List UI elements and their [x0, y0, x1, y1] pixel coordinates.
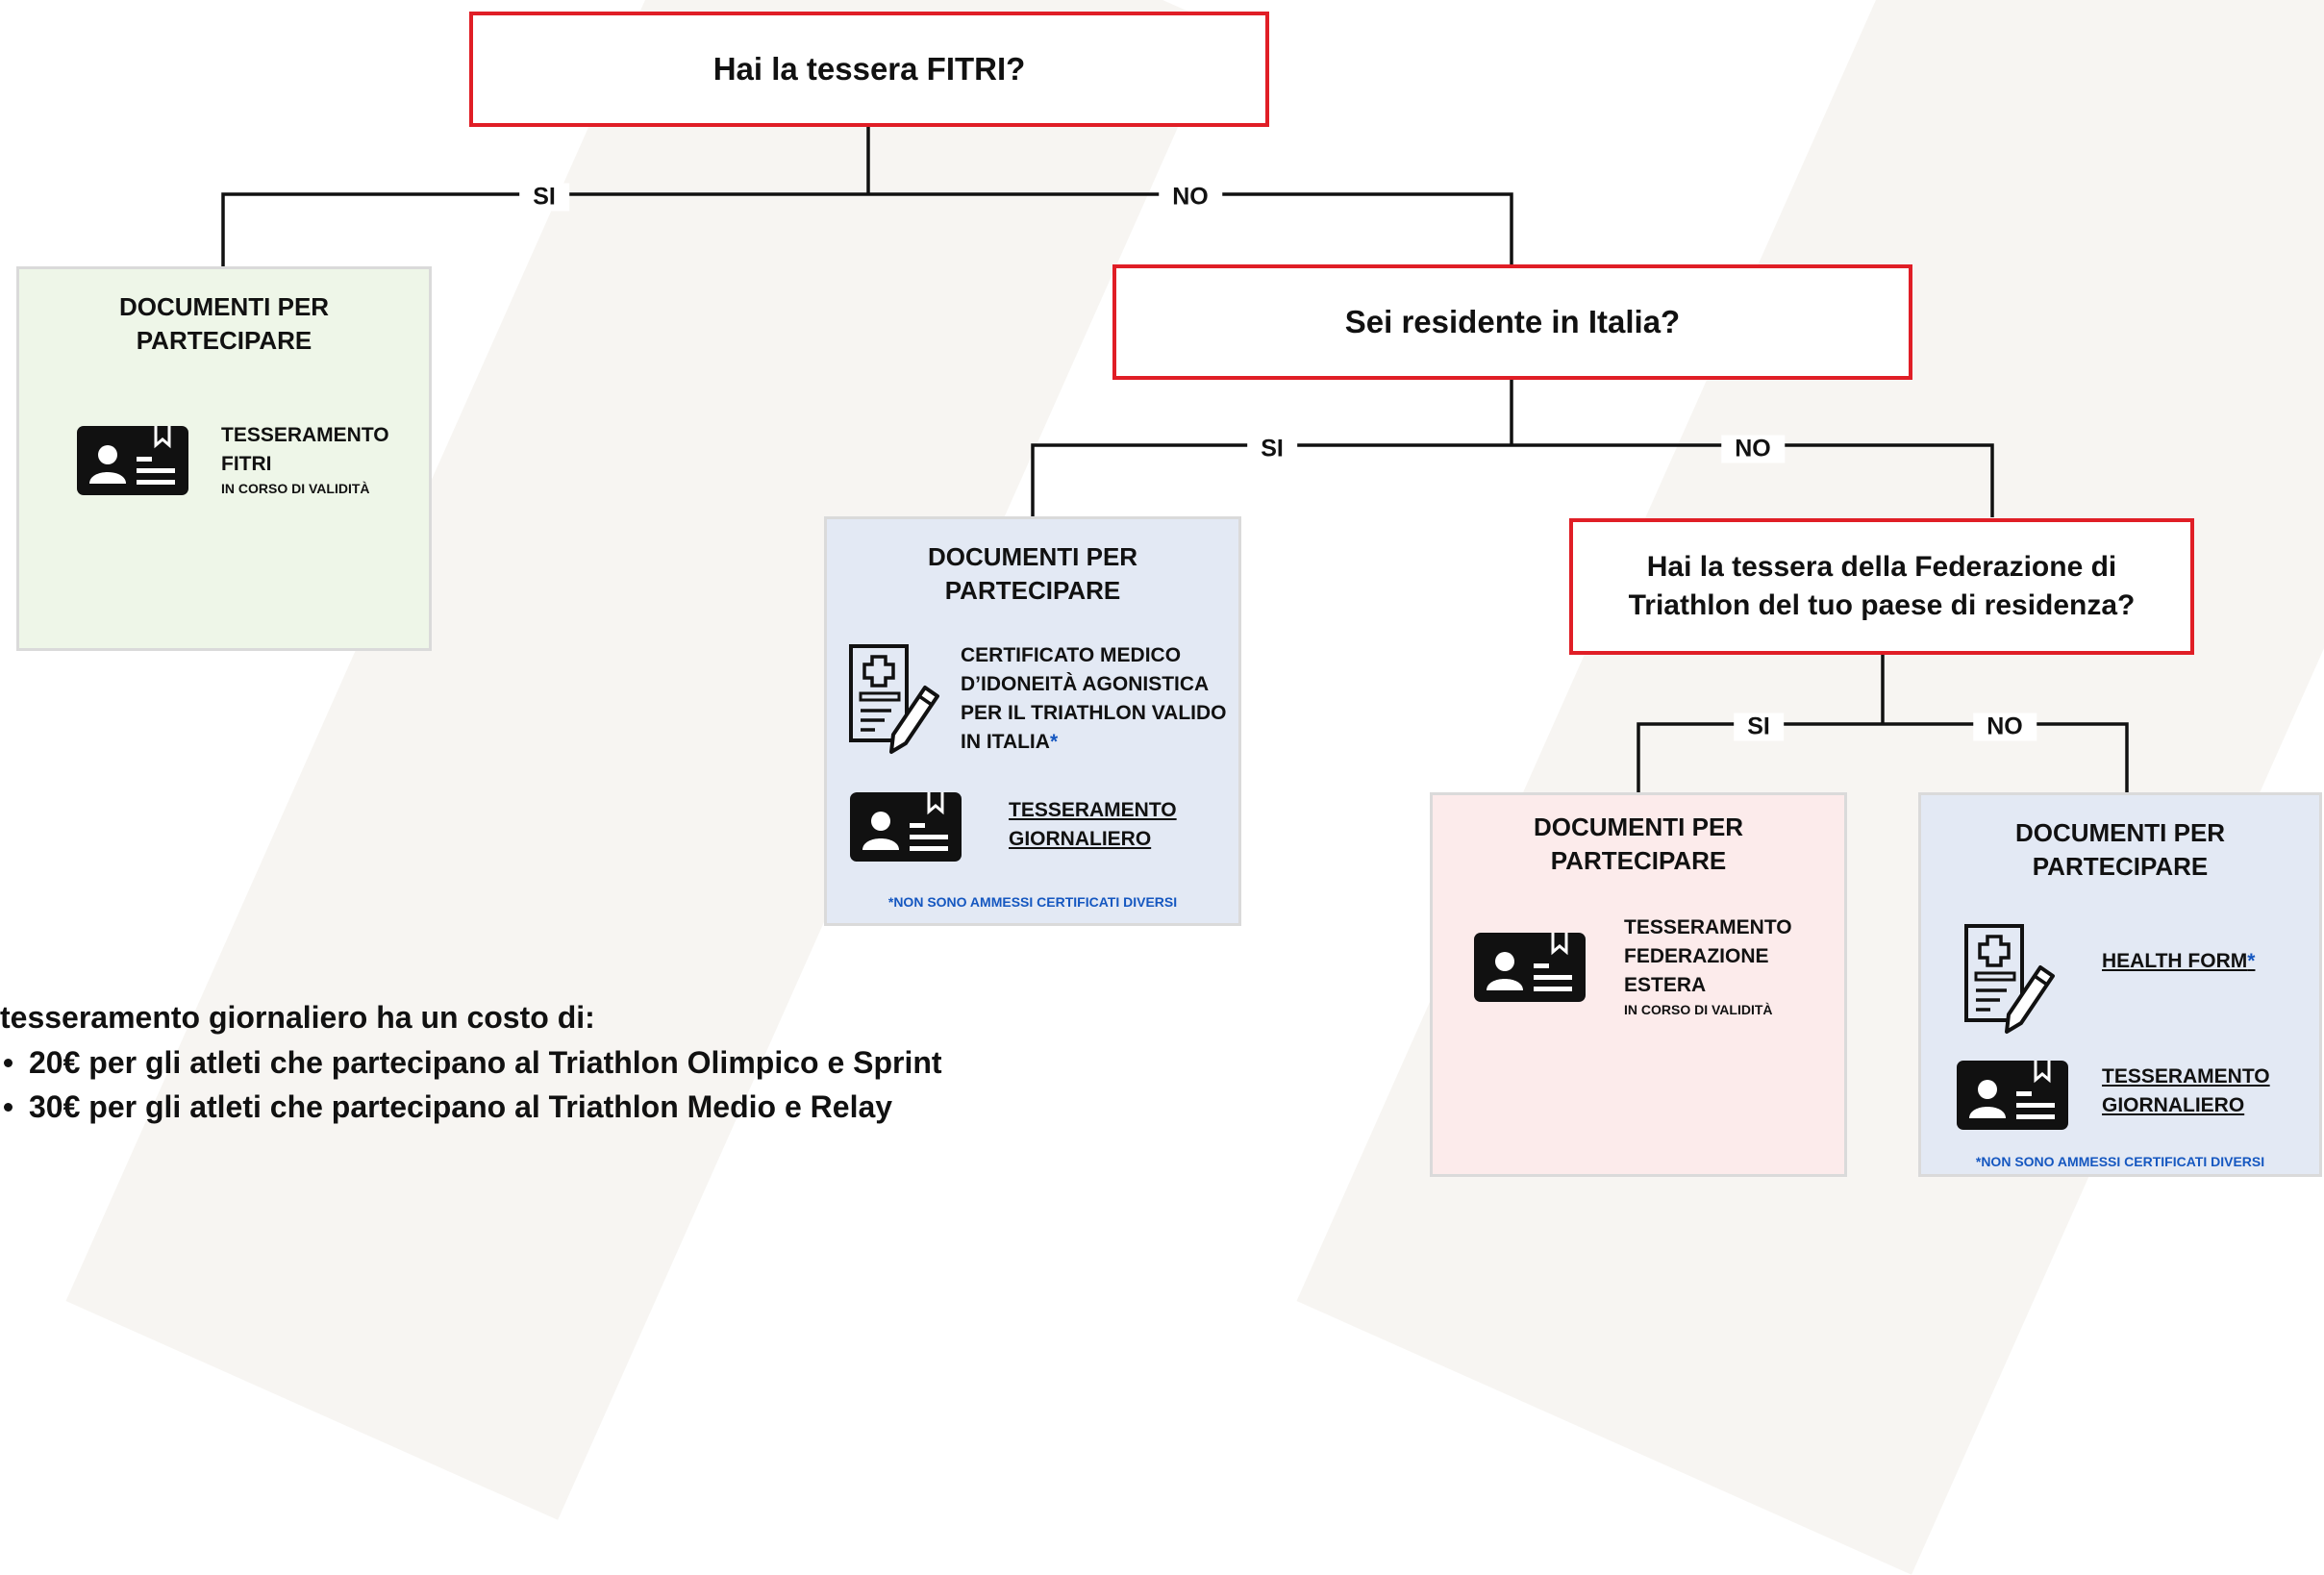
- documents-card-foreign: DOCUMENTI PER PARTECIPARE TESSERAMENTO F…: [1430, 792, 1847, 1177]
- medical-certificate-icon: [1964, 924, 2055, 1034]
- daily-membership-link[interactable]: TESSERAMENTO GIORNALIERO: [2102, 1065, 2270, 1116]
- list-item: 20€ per gli atleti che partecipano al Tr…: [0, 1040, 942, 1085]
- branch-label-yes: SI: [519, 183, 569, 212]
- asterisk: *: [2247, 950, 2256, 972]
- question-text: Sei residente in Italia?: [1344, 303, 1681, 339]
- question-text: Hai la tessera FITRI?: [712, 50, 1026, 87]
- branch-label-no: NO: [1973, 712, 2037, 741]
- card-title: DOCUMENTI PER PARTECIPARE: [118, 292, 330, 355]
- item-sublabel: IN CORSO DI VALIDITÀ: [1624, 1002, 1773, 1017]
- document-item-certificate: CERTIFICATO MEDICO D’IDONEITÀ AGONISTICA…: [961, 641, 1235, 757]
- connector-line: [1031, 443, 1994, 517]
- id-card-icon: [77, 426, 188, 495]
- connector-line: [1637, 722, 2129, 794]
- daily-membership-cost-intro: tesseramento giornaliero ha un costo di:: [0, 1000, 595, 1035]
- branch-label-no: NO: [1721, 435, 1785, 463]
- documents-card-no-federation: DOCUMENTI PER PARTECIPARE HEALTH FORM* T…: [1918, 792, 2322, 1177]
- branch-label-yes: SI: [1247, 435, 1297, 463]
- id-card-icon: [1474, 933, 1586, 1002]
- cost-list: 20€ per gli atleti che partecipano al Tr…: [0, 1040, 942, 1129]
- certificate-note: *NON SONO AMMESSI CERTIFICATI DIVERSI: [887, 894, 1178, 910]
- id-card-icon: [850, 792, 962, 862]
- list-item: 30€ per gli atleti che partecipano al Tr…: [0, 1085, 942, 1129]
- asterisk: *: [1049, 731, 1059, 753]
- medical-certificate-icon: [849, 644, 939, 754]
- daily-membership-link[interactable]: TESSERAMENTO GIORNALIERO: [1009, 799, 1177, 850]
- question-text: Hai la tessera della Federazione di Tria…: [1628, 550, 2136, 622]
- item-label: TESSERAMENTO FITRI: [221, 424, 389, 475]
- card-title: DOCUMENTI PER PARTECIPARE: [2014, 818, 2226, 881]
- id-card-icon: [1957, 1061, 2068, 1130]
- branch-label-no: NO: [1159, 183, 1222, 212]
- documents-card-italy: DOCUMENTI PER PARTECIPARE CERTIFICATO ME…: [824, 516, 1241, 926]
- document-item-foreign: TESSERAMENTO FEDERAZIONE ESTERA IN CORSO…: [1624, 913, 1816, 1019]
- question-fitri-card: Hai la tessera FITRI?: [469, 12, 1269, 127]
- branch-label-yes: SI: [1734, 712, 1784, 741]
- question-residence: Sei residente in Italia?: [1112, 264, 1912, 380]
- question-foreign-federation: Hai la tessera della Federazione di Tria…: [1569, 518, 2194, 655]
- item-label: HEALTH FORM: [2102, 950, 2248, 972]
- card-title: DOCUMENTI PER PARTECIPARE: [927, 542, 1138, 605]
- connector-line: [221, 192, 1513, 267]
- connector-lines: [221, 125, 2129, 794]
- item-label: TESSERAMENTO FEDERAZIONE ESTERA: [1624, 916, 1792, 996]
- item-sublabel: IN CORSO DI VALIDITÀ: [221, 481, 370, 496]
- health-form-link[interactable]: HEALTH FORM*: [2102, 947, 2304, 976]
- card-title: DOCUMENTI PER PARTECIPARE: [1533, 812, 1744, 875]
- item-label: CERTIFICATO MEDICO D’IDONEITÀ AGONISTICA…: [961, 644, 1227, 753]
- document-item-fitri: TESSERAMENTO FITRI IN CORSO DI VALIDITÀ: [221, 421, 413, 498]
- certificate-note: *NON SONO AMMESSI CERTIFICATI DIVERSI: [1975, 1154, 2265, 1169]
- documents-card-fitri: DOCUMENTI PER PARTECIPARE TESSERAMENTO F…: [16, 266, 432, 651]
